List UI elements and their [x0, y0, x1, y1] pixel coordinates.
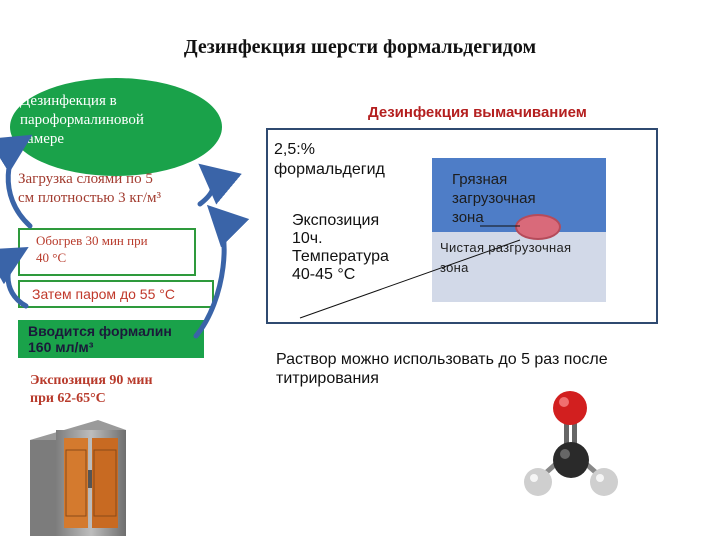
concentration-line: формальдегид	[274, 161, 385, 178]
heat-line: Обогрев 30 мин при	[36, 233, 148, 248]
clean-zone-label: Чистая разгрузочная зона	[440, 238, 606, 278]
soaking-title: Дезинфекция вымачиванием	[368, 104, 587, 121]
formalin-line: 160 мл/м³	[28, 339, 94, 355]
dirty-zone-line: Грязная	[452, 171, 508, 188]
solution-line: Раствор можно использовать до 5 раз посл…	[276, 351, 608, 368]
heat-line: 40 °C	[36, 250, 67, 265]
exposure-line: Экспозиция 90 мин	[30, 373, 153, 388]
curved-arrow-icon	[0, 134, 250, 339]
dirty-zone-line: загрузочная	[452, 190, 536, 207]
soaking-exposure-line: 10ч.	[292, 230, 323, 247]
solution-note: Раствор можно использовать до 5 раз посл…	[276, 350, 608, 388]
soaking-exposure-line: Температура	[292, 248, 389, 265]
formalin-box	[18, 320, 204, 358]
dirty-zone-line: зона	[452, 209, 484, 226]
clean-zone	[432, 232, 606, 302]
soaking-exposure-line: 40-45 °С	[292, 266, 356, 283]
pointer-lines	[299, 225, 521, 319]
exposure-line: при 62-65°C	[30, 391, 106, 406]
clean-zone-line: Чистая разгрузочная	[440, 240, 572, 255]
steam-box	[18, 280, 214, 308]
formalin-line: Вводится формалин	[28, 323, 172, 339]
solution-line: титрирования	[276, 370, 379, 387]
concentration-line: 2,5:%	[274, 141, 315, 158]
dirty-zone-label: Грязная загрузочная зона	[452, 170, 536, 227]
load-line: см плотностью 3 кг/м³	[18, 190, 162, 206]
load-line: Загрузка слоями по 5	[18, 171, 153, 187]
soaking-exposure-text: Экспозиция 10ч. Температура 40-45 °С	[292, 212, 389, 284]
transfer-marker	[515, 214, 561, 240]
ellipse-line: Дезинфекция в	[20, 93, 117, 109]
soaking-frame	[266, 128, 658, 324]
concentration-text: 2,5:% формальдегид	[274, 140, 385, 180]
soaking-exposure-line: Экспозиция	[292, 212, 380, 229]
disinfection-chamber-image	[30, 420, 126, 536]
clean-zone-line: зона	[440, 260, 469, 275]
ellipse-line: пароформалиновой	[20, 112, 144, 128]
formaldehyde-molecule-icon	[524, 391, 618, 496]
exposure-text: Экспозиция 90 мин при 62-65°C	[30, 372, 153, 408]
chamber-ellipse	[10, 78, 222, 176]
steam-text: Затем паром до 55 °C	[32, 286, 175, 302]
formalin-text: Вводится формалин 160 мл/м³	[28, 323, 172, 355]
page-title: Дезинфекция шерсти формальдегидом	[183, 36, 537, 58]
load-text: Загрузка слоями по 5 см плотностью 3 кг/…	[18, 170, 161, 208]
heating-text: Обогрев 30 мин при 40 °C	[36, 232, 148, 266]
